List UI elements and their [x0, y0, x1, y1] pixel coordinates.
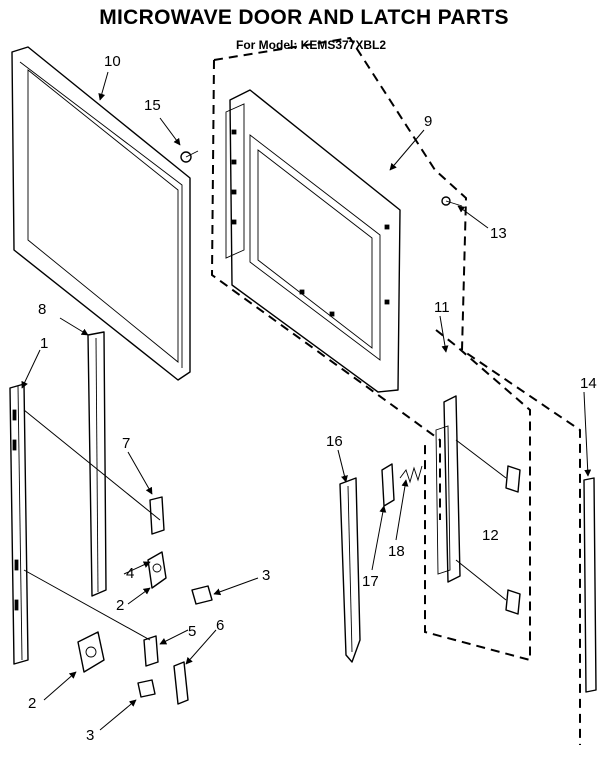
latch-hook-part-17[interactable] — [381, 463, 395, 507]
screw-part-13[interactable] — [441, 196, 463, 207]
callout-2b: 2 — [116, 597, 124, 614]
callout-4: 4 — [126, 565, 134, 582]
callout-6: 6 — [216, 617, 224, 634]
switch-part-3-lower[interactable] — [137, 679, 156, 698]
callout-5: 5 — [188, 623, 196, 640]
callout-labels: 10 15 9 13 8 1 7 16 11 12 14 3 4 2 5 6 2… — [28, 53, 597, 744]
callout-3b: 3 — [86, 727, 94, 744]
latch-lever-part-2-lower[interactable] — [77, 631, 105, 673]
callout-9: 9 — [424, 113, 432, 130]
spring-part-6[interactable] — [173, 661, 189, 705]
callout-18: 18 — [388, 543, 405, 560]
door-panel-part-10[interactable] — [11, 46, 191, 381]
latch-springs-part-12[interactable] — [455, 439, 521, 615]
callout-8: 8 — [38, 301, 46, 318]
latch-lever-part-4[interactable] — [147, 551, 167, 589]
callout-2a: 2 — [28, 695, 36, 712]
screw-part-15[interactable] — [180, 150, 199, 163]
latch-plate-part-11[interactable] — [435, 395, 461, 583]
callout-16: 16 — [326, 433, 343, 450]
latch-handle-part-16[interactable] — [339, 477, 361, 663]
callout-leaders — [21, 71, 592, 731]
callout-12: 12 — [482, 527, 499, 544]
callout-10: 10 — [104, 53, 121, 70]
callout-7: 7 — [122, 435, 130, 452]
door-frame-part-9[interactable] — [225, 89, 401, 393]
door-seal-part-14[interactable] — [583, 477, 597, 693]
assembly-dashed-outline — [210, 36, 581, 745]
bracket-part-5[interactable] — [143, 635, 159, 667]
switch-part-3-upper[interactable] — [191, 585, 213, 605]
callout-11: 11 — [434, 299, 450, 316]
callout-13: 13 — [490, 225, 507, 242]
callout-14: 14 — [580, 375, 597, 392]
latch-bracket-part-7[interactable] — [149, 496, 165, 535]
door-inner-panel-part-8[interactable] — [87, 331, 107, 597]
diagram-title: MICROWAVE DOOR AND LATCH PARTS — [99, 6, 509, 29]
callout-3a: 3 — [262, 567, 270, 584]
latch-spring-part-18[interactable] — [399, 465, 423, 484]
callout-15: 15 — [144, 97, 161, 114]
hinge-strip-part-1[interactable] — [9, 383, 161, 665]
callout-1: 1 — [40, 335, 48, 352]
callout-17: 17 — [362, 573, 379, 590]
